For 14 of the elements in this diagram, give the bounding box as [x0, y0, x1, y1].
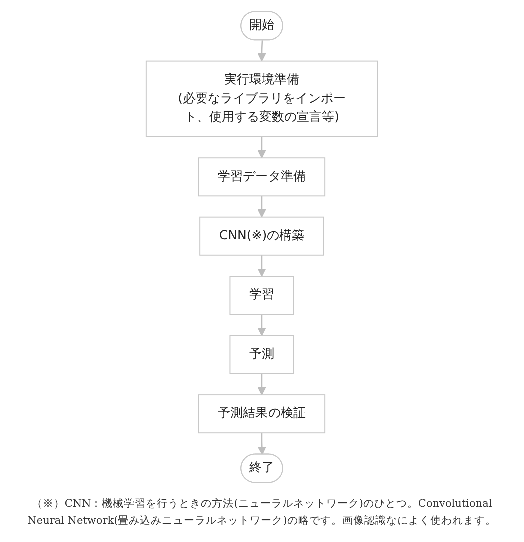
arrow	[258, 374, 266, 396]
node-box: CNN(※)の構築	[200, 216, 324, 256]
arrow	[258, 433, 266, 456]
arrow	[258, 40, 266, 62]
arrow	[258, 196, 266, 218]
arrow	[258, 314, 266, 336]
arrow	[258, 255, 266, 277]
caption: （※）CNN：機械学習を行うときの方法(ニューラルネットワーク)のひとつ。Convolutional Neural Network(畳み込みニューラルネットワーク)の略です。画像認識なによく使われます。	[26, 497, 498, 530]
node-box: 実行環境準備 (必要なライブラリをインポート、使用する変数の宣言等)	[146, 60, 378, 138]
node-box: 学習データ準備	[198, 158, 326, 197]
node-box: 予測結果の検証	[198, 394, 326, 434]
node-box: 学習	[230, 276, 294, 316]
arrow	[258, 136, 266, 158]
node-box: 予測	[230, 335, 294, 374]
